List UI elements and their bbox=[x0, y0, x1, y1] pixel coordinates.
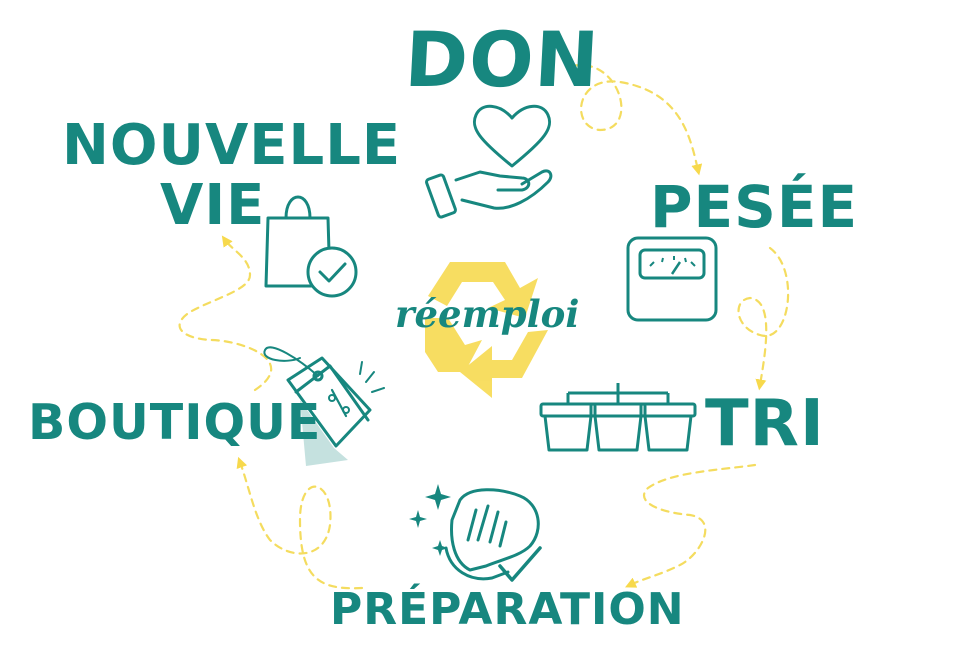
recycle-icon bbox=[425, 262, 548, 398]
price-tags-icon bbox=[263, 346, 385, 466]
step-label-nouvelle-vie-line1: NOUVELLE bbox=[62, 113, 402, 178]
shopping-bag-check-icon bbox=[264, 195, 358, 298]
center-word-reemploi: réemploi bbox=[395, 292, 580, 336]
step-label-boutique: BOUTIQUE bbox=[28, 394, 322, 451]
arrow-pesee-to-tri bbox=[737, 246, 790, 391]
sorting-bins-icon bbox=[539, 383, 697, 452]
hand-cleaning-icon bbox=[409, 484, 542, 582]
step-label-nouvelle-vie-line2: VIE bbox=[160, 173, 266, 238]
arrow-don-to-pesee bbox=[570, 64, 703, 176]
bathroom-scale-icon bbox=[626, 236, 718, 322]
arrow-preparation-to-boutique bbox=[236, 456, 364, 590]
arrow-boutique-to-nouvelle-vie bbox=[178, 235, 273, 392]
step-label-tri: TRI bbox=[705, 387, 825, 461]
step-label-don: DON bbox=[402, 15, 602, 104]
step-label-preparation: PRÉPARATION bbox=[330, 584, 685, 635]
arrow-tri-to-preparation bbox=[625, 463, 757, 588]
heart-in-hand-icon bbox=[425, 104, 553, 219]
step-label-pesee: PESÉE bbox=[650, 173, 859, 241]
